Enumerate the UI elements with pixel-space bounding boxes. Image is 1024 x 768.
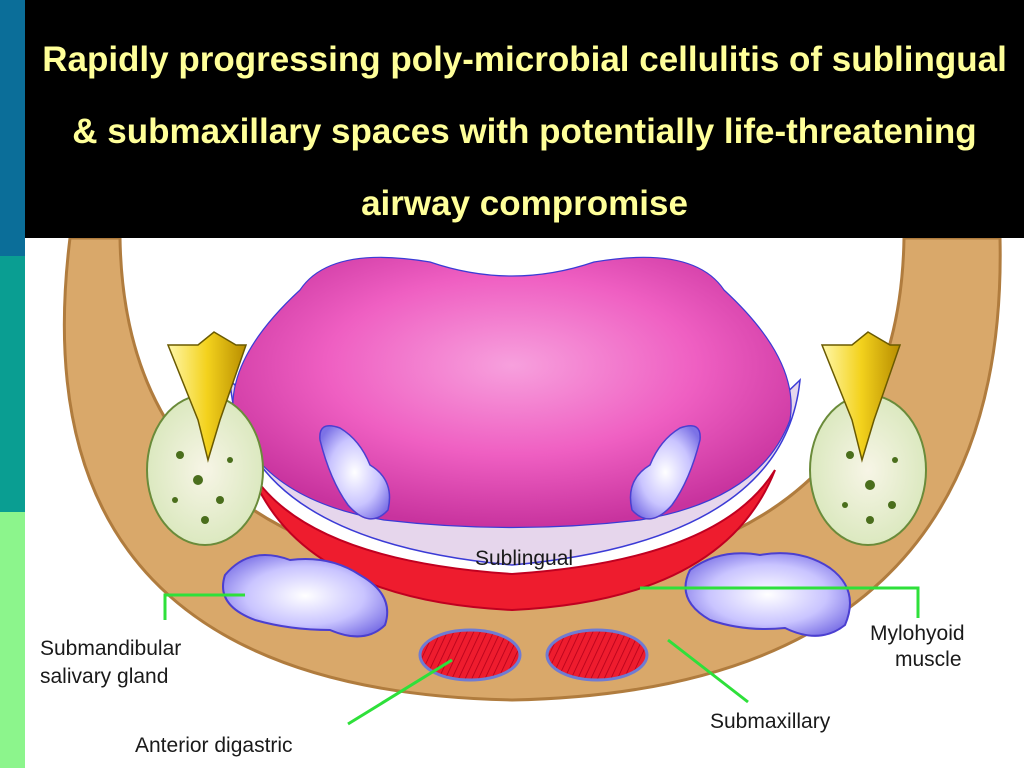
leader-lines — [163, 586, 920, 726]
slide-title: Rapidly progressing poly-microbial cellu… — [42, 40, 1007, 223]
label-submandibular-line2: salivary gland — [40, 665, 168, 688]
title-band — [25, 0, 1024, 238]
tongue — [232, 256, 792, 529]
tooth-icon — [820, 331, 902, 463]
anterior-digastric-left — [418, 628, 522, 682]
anterior-digastric-right — [545, 628, 649, 682]
sidebar-block-middle — [0, 256, 25, 512]
mylohyoid-muscle-shape — [249, 469, 776, 612]
sublingual-gland-left — [319, 425, 391, 520]
bone-marrow-speckles — [172, 451, 898, 524]
submandibular-gland-left — [222, 554, 389, 638]
label-anterior-digastric: Anterior digastric — [135, 734, 293, 757]
tooth-icon — [166, 331, 248, 463]
submandibular-gland-right — [684, 552, 851, 637]
sublingual-gland-right — [629, 425, 701, 520]
label-submandibular-line1: Submandibular — [40, 637, 181, 660]
label-sublingual: Sublingual — [475, 547, 573, 570]
sidebar-block-bottom — [0, 512, 25, 768]
sidebar-block-top — [0, 0, 25, 256]
label-submaxillary: Submaxillary — [710, 710, 831, 733]
label-mylohyoid-line2: muscle — [895, 648, 962, 671]
label-mylohyoid-line1: Mylohyoid — [870, 622, 965, 645]
